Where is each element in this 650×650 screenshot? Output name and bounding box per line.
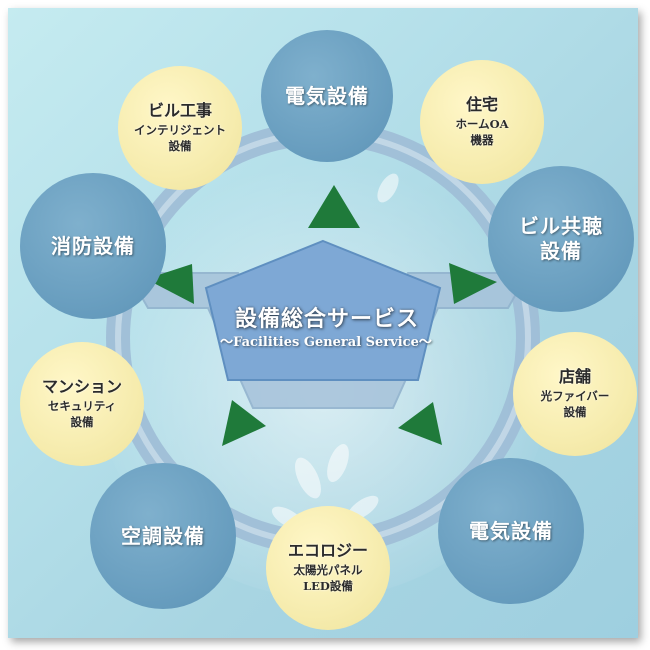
node-subtitle: 太陽光パネル [293, 562, 363, 577]
node-title: 設備 [540, 239, 582, 263]
node-subtitle: ホームOA [455, 116, 509, 131]
node-fire-protection: 消防設備 [20, 173, 166, 319]
center-subtitle: 〜Facilities General Service〜 [220, 335, 432, 350]
node-subtitle: 光ファイバー [540, 388, 610, 403]
arrow-down-right [398, 402, 442, 445]
node-subtitle: インテリジェント [134, 122, 226, 137]
arrow-right [449, 263, 497, 304]
node-subtitle: LED設備 [303, 579, 353, 594]
node-subtitle: 設備 [168, 139, 192, 154]
node-title: 消防設備 [51, 233, 135, 258]
node-building-construction: ビル工事 インテリジェント 設備 [118, 66, 242, 190]
node-title: マンション [41, 376, 122, 396]
node-title: ビル工事 [147, 100, 212, 120]
node-title: 空調設備 [121, 523, 205, 548]
node-subtitle: 設備 [70, 415, 94, 430]
arrow-down-left [222, 400, 266, 446]
node-housing: 住宅 ホームOA 機器 [420, 60, 544, 184]
node-title: 店舗 [558, 366, 591, 386]
node-mansion-security: マンション セキュリティ 設備 [20, 342, 144, 466]
arrow-left [146, 264, 194, 304]
center-title: 設備総合サービス [234, 306, 419, 332]
center-pentagon [204, 239, 442, 381]
node-electrical-bottom: 電気設備 [438, 458, 584, 604]
node-title: エコロジー [287, 540, 368, 560]
arrow-up [308, 185, 360, 228]
node-air-conditioning: 空調設備 [90, 463, 236, 609]
node-title: 電気設備 [285, 83, 369, 108]
node-subtitle: セキュリティ [47, 398, 117, 413]
node-ecology: エコロジー 太陽光パネル LED設備 [266, 506, 390, 630]
node-title: ビル共聴 [519, 214, 603, 238]
node-subtitle: 機器 [470, 133, 494, 148]
node-subtitle: 設備 [563, 405, 587, 420]
node-electrical-top: 電気設備 [261, 30, 393, 162]
node-store-fiber: 店舗 光ファイバー 設備 [513, 332, 637, 456]
node-title: 電気設備 [469, 518, 553, 543]
node-title: 住宅 [465, 94, 498, 114]
diagram-canvas: 設備総合サービス 〜Facilities General Service〜 電気… [8, 8, 638, 638]
node-building-antenna: ビル共聴 設備 [488, 166, 634, 312]
